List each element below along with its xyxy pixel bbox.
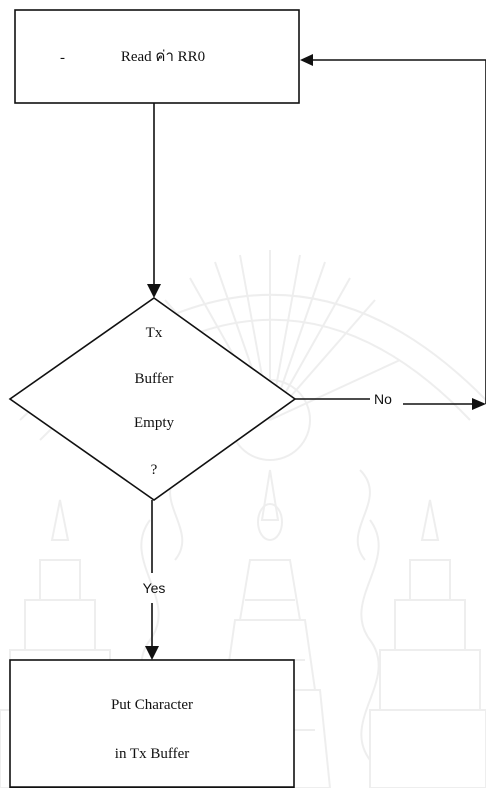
decision-label-line4: ? [150, 462, 158, 478]
no-branch-label: No [374, 391, 392, 407]
start-box-label: Read ค่า RR0 [120, 49, 206, 65]
start-box-dash: - [60, 50, 65, 66]
put-character-box [9, 659, 295, 789]
yes-branch-arrowhead [145, 646, 159, 660]
loop-back-connector [308, 59, 486, 404]
tx-buffer-empty-decision [8, 297, 297, 501]
watermark-right-tower [369, 499, 486, 789]
no-branch-arrowhead [472, 398, 486, 410]
start-to-decision-arrowhead [147, 284, 161, 298]
action-box-line2: in Tx Buffer [114, 746, 190, 762]
read-rr0-box [14, 9, 300, 104]
decision-label-line2: Buffer [134, 371, 174, 387]
decision-label-line1: Tx [145, 325, 163, 341]
watermark-swirl-right [360, 519, 380, 761]
action-box-line1: Put Character [110, 697, 194, 713]
loop-back-arrowhead [300, 54, 313, 66]
decision-label-line3: Empty [134, 415, 174, 431]
yes-branch-label: Yes [142, 580, 166, 596]
